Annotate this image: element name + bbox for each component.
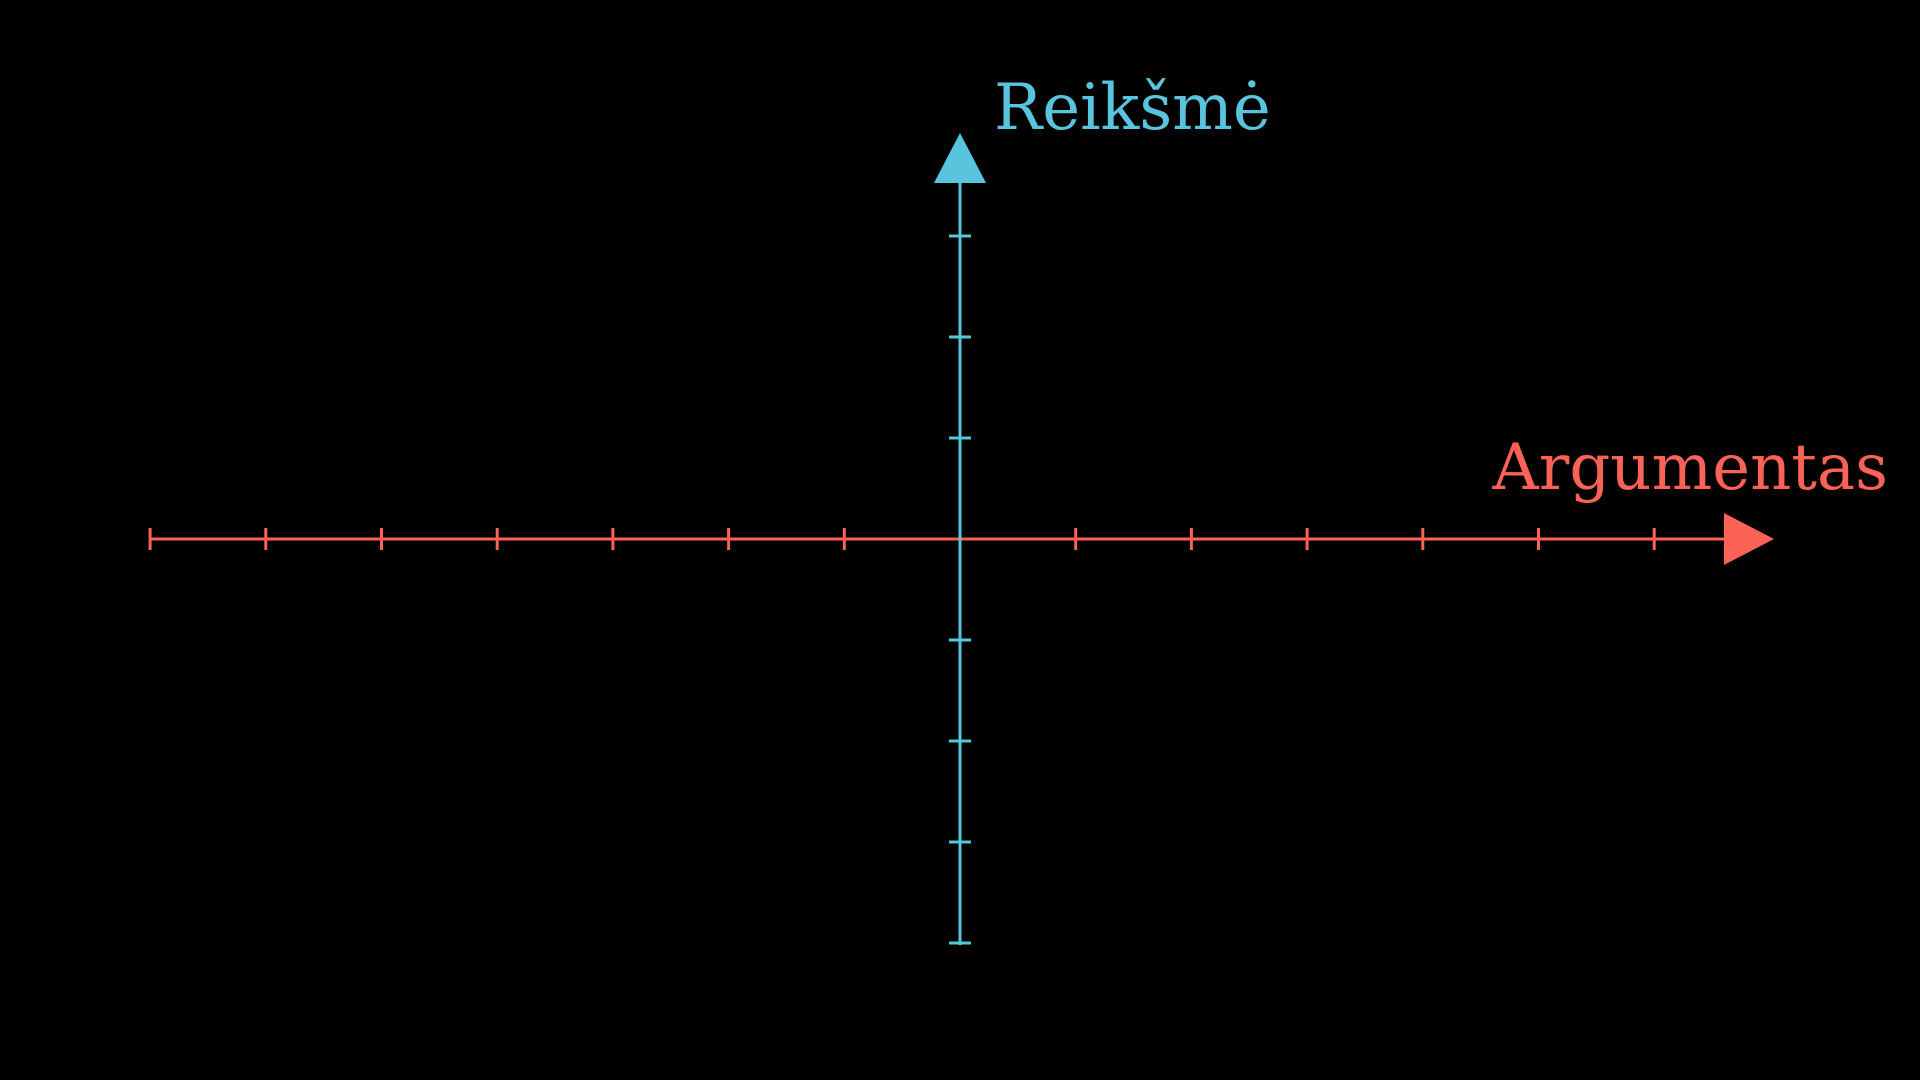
y-axis: Reikšmė xyxy=(934,71,1271,945)
x-axis-arrow-icon xyxy=(1724,513,1774,565)
x-axis: Argumentas xyxy=(148,431,1889,565)
x-axis-label: Argumentas xyxy=(1492,431,1889,505)
y-axis-ticks xyxy=(949,234,971,945)
y-axis-label: Reikšmė xyxy=(994,71,1271,145)
y-axis-arrow-icon xyxy=(934,133,986,183)
x-axis-ticks xyxy=(148,528,1656,550)
